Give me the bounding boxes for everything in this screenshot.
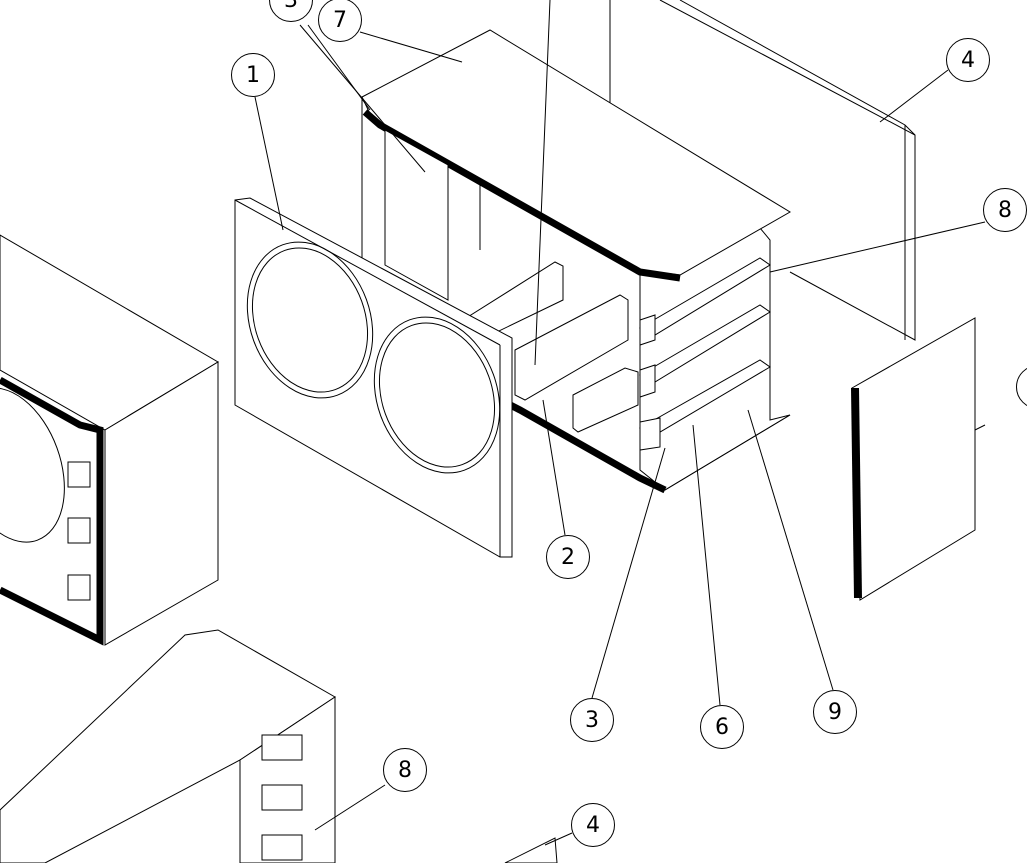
balloon-7: 7	[318, 0, 362, 42]
balloon-4-bottom: 4	[571, 803, 615, 847]
balloon-3-bottom: 3	[570, 698, 614, 742]
balloon-8-right: 8	[983, 188, 1027, 232]
balloon-2: 2	[546, 535, 590, 579]
assembled-enclosure-left	[0, 234, 219, 646]
assembled-enclosure-bottom	[0, 629, 558, 863]
back-panel-part-4	[609, 0, 916, 341]
balloon-4-top: 4	[946, 38, 990, 82]
front-baffle-part-1	[234, 197, 513, 558]
leader-lines	[254, 0, 986, 846]
balloon-1: 1	[231, 53, 275, 97]
balloon-8-bottom: 8	[383, 748, 427, 792]
balloon-9: 9	[813, 690, 857, 734]
side-panel	[851, 317, 986, 601]
balloon-6: 6	[700, 705, 744, 749]
